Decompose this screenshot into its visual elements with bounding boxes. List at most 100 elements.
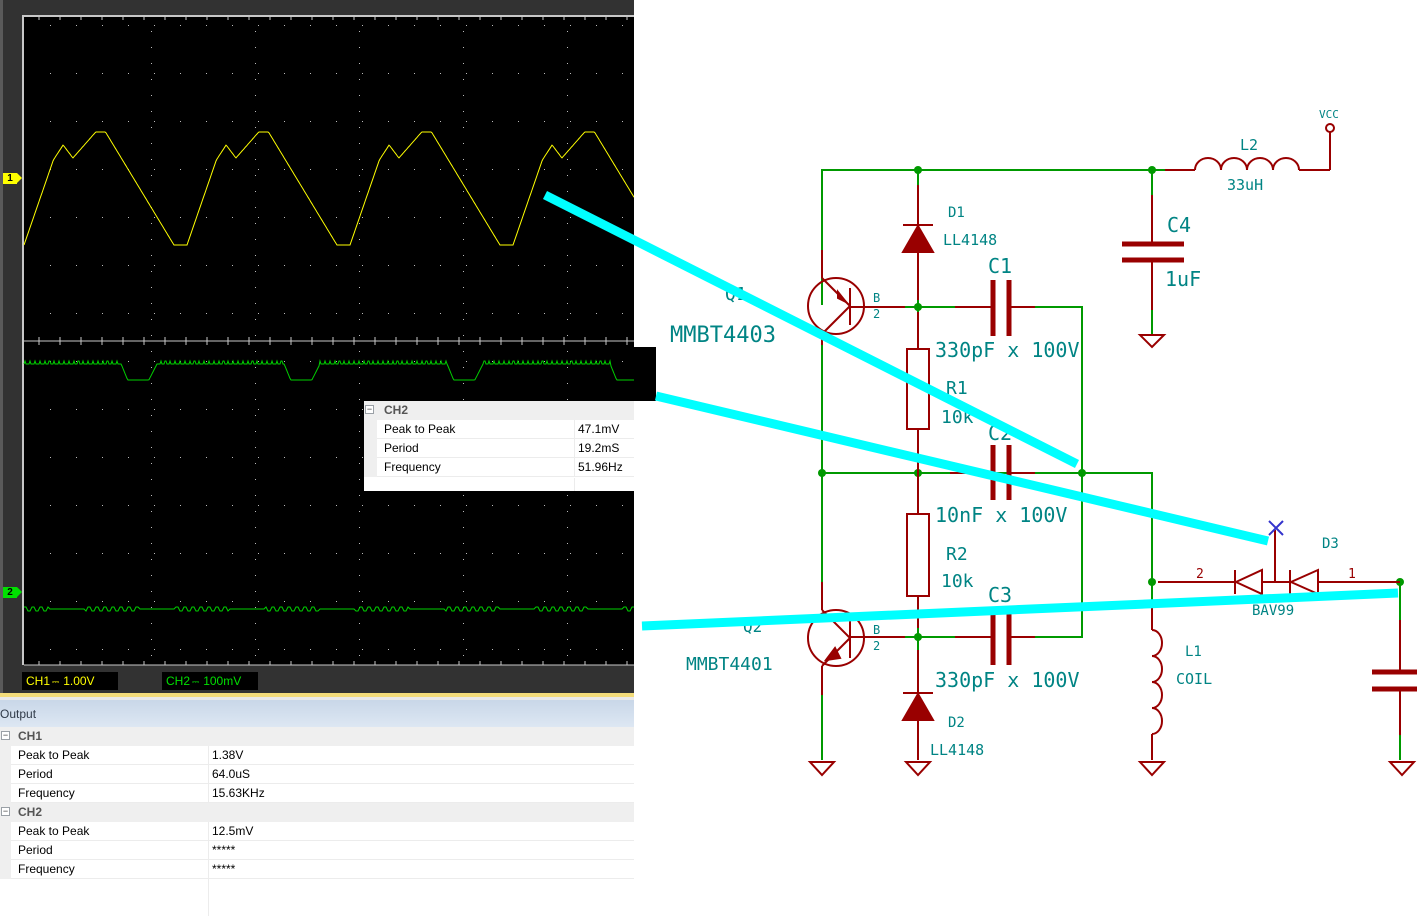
resistor-r2 xyxy=(906,473,930,628)
l2-value: 33uH xyxy=(1227,176,1263,194)
collapse-icon[interactable]: − xyxy=(365,404,374,414)
diode-d3-bav99 xyxy=(1158,530,1400,596)
q2-ref: Q2 xyxy=(743,617,762,636)
no-connect-icon xyxy=(1268,520,1284,536)
d3-pin-1: 1 xyxy=(1348,567,1356,582)
ch2-level-marker[interactable]: 2 xyxy=(3,587,22,598)
ch2-label: CH2 xyxy=(166,674,191,688)
scope-graticule xyxy=(23,17,634,666)
property-group-ch1[interactable]: − CH1 xyxy=(0,727,634,746)
capacitor-partial xyxy=(1372,620,1417,735)
r2-value: 10k xyxy=(941,571,974,592)
d3-value: BAV99 xyxy=(1252,603,1294,619)
c3-ref: C3 xyxy=(988,583,1012,607)
property-row[interactable]: Peak to Peak 1.38V xyxy=(0,745,634,765)
d3-ref: D3 xyxy=(1322,536,1339,552)
property-value: ***** xyxy=(212,843,236,857)
ch1-label: CH1 xyxy=(26,674,51,688)
l1-value: COIL xyxy=(1176,670,1212,688)
ch2-volts-per-div: 100mV xyxy=(203,674,242,688)
collapse-icon[interactable]: − xyxy=(1,806,10,816)
oscilloscope-window: 1 2 CH1⎓1.00V CH2⎓100mV xyxy=(0,0,634,693)
d3-pin-2: 2 xyxy=(1196,567,1204,582)
ground-symbol xyxy=(1137,761,1167,777)
ground-symbol xyxy=(903,761,933,777)
dc-coupling-icon: ⎓ xyxy=(192,677,200,687)
property-value: ***** xyxy=(212,862,236,876)
property-label: Period xyxy=(18,843,53,857)
q2-pin-b-num: 2 xyxy=(873,639,880,653)
capacitor-c2 xyxy=(950,445,1035,500)
property-value: 19.2mS xyxy=(578,441,620,455)
d2-ref: D2 xyxy=(948,715,965,731)
q1-ref: Q1 xyxy=(725,284,747,305)
output-panel-title: Output xyxy=(0,700,634,727)
property-value: 15.63KHz xyxy=(212,786,265,800)
capacitor-c1 xyxy=(955,280,1035,336)
property-row[interactable]: Period ***** xyxy=(0,840,634,860)
column-divider xyxy=(574,478,575,491)
property-group-ch2[interactable]: − CH2 xyxy=(364,401,634,420)
inductor-l2 xyxy=(1165,123,1335,171)
d1-ref: D1 xyxy=(948,205,965,221)
transistor-q2-npn xyxy=(807,582,905,695)
c3-value: 330pF x 100V xyxy=(935,668,1080,692)
inductor-l1 xyxy=(1151,600,1163,760)
group-name: CH2 xyxy=(384,403,409,417)
component-labels: VCC L2 33uH C4 1uF D1 LL4148 C1 330pF x … xyxy=(670,108,1356,759)
property-row[interactable]: Frequency***** xyxy=(0,859,634,879)
property-value: 51.96Hz xyxy=(578,460,623,474)
ch2-scale-readout[interactable]: CH2⎓100mV xyxy=(162,672,258,690)
collapse-icon[interactable]: − xyxy=(1,730,10,740)
property-value: 1.38V xyxy=(212,748,244,762)
splitter-shadow xyxy=(0,697,634,700)
diode-d2 xyxy=(901,650,935,760)
splitter-bar[interactable] xyxy=(0,693,634,697)
c1-value: 330pF x 100V xyxy=(935,338,1080,362)
property-label: Peak to Peak xyxy=(18,824,90,838)
c2-ref: C2 xyxy=(988,421,1012,445)
capacitor-c4 xyxy=(1122,195,1184,349)
column-divider xyxy=(208,879,209,916)
ch1-level-marker[interactable]: 1 xyxy=(3,173,22,184)
property-label: Peak to Peak xyxy=(18,748,90,762)
ch1-scale-readout[interactable]: CH1⎓1.00V xyxy=(22,672,118,690)
c2-value: 10nF x 100V xyxy=(935,503,1067,527)
q1-pin-b: B xyxy=(873,291,880,305)
property-row[interactable]: Frequency 15.63KHz xyxy=(0,783,634,803)
r1-value: 10k xyxy=(941,407,974,428)
r1-ref: R1 xyxy=(946,378,968,399)
property-value: 47.1mV xyxy=(578,422,620,436)
diode-d1 xyxy=(901,185,935,300)
q1-value: MMBT4403 xyxy=(670,323,776,348)
property-value: 64.0uS xyxy=(212,767,251,781)
ch1-volts-per-div: 1.00V xyxy=(63,674,95,688)
property-row[interactable]: Peak to Peak 47.1mV xyxy=(364,419,634,439)
d2-value: LL4148 xyxy=(930,741,984,759)
ch1-trace xyxy=(23,131,634,246)
ground-symbol xyxy=(1387,761,1417,777)
scope-screen[interactable] xyxy=(22,15,634,665)
r2-ref: R2 xyxy=(946,544,968,565)
property-group-ch2[interactable]: − CH2 xyxy=(0,803,634,822)
wires xyxy=(821,148,1401,760)
l2-ref: L2 xyxy=(1240,136,1258,154)
q2-value: MMBT4401 xyxy=(686,654,773,675)
property-label: Peak to Peak xyxy=(384,422,456,436)
capacitor-c3 xyxy=(955,613,1035,665)
junctions xyxy=(818,166,1404,641)
property-label: Frequency xyxy=(18,786,75,800)
q1-pin-b-num: 2 xyxy=(873,307,880,321)
group-name: CH1 xyxy=(18,729,43,743)
components xyxy=(807,123,1417,777)
vcc-label: VCC xyxy=(1319,108,1339,121)
resistor-r1 xyxy=(906,312,930,473)
group-name: CH2 xyxy=(18,805,43,819)
dc-coupling-icon: ⎓ xyxy=(52,677,60,687)
